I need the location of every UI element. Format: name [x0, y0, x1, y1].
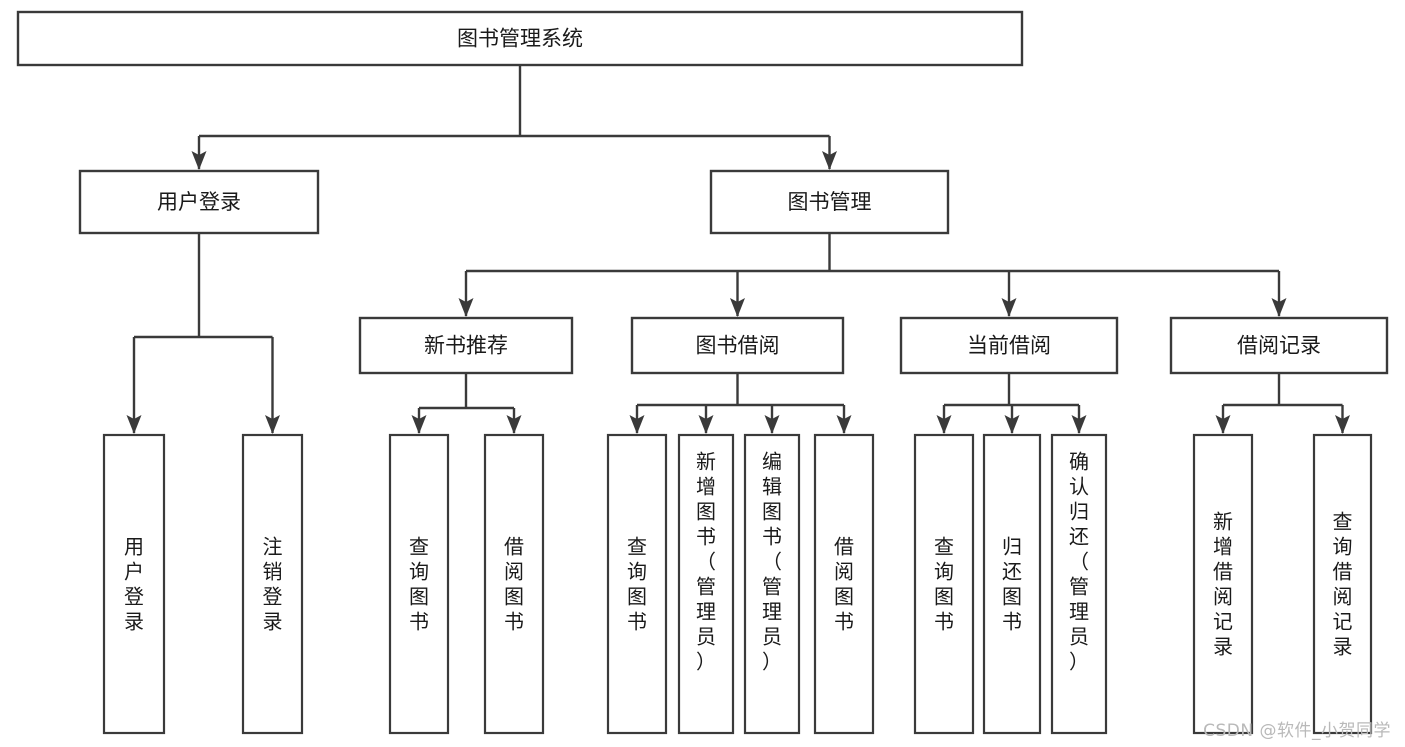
arrow-head-icon [126, 415, 142, 434]
arrow-head-icon [458, 298, 474, 317]
arrow-head-icon [1071, 415, 1087, 434]
node-label: 用户登录 [124, 535, 144, 634]
node-leaf-add-book[interactable]: 新增图书（管理员） [677, 433, 735, 735]
node-leaf-query-book-1[interactable]: 查询图书 [388, 433, 450, 735]
node-rect [358, 316, 574, 375]
node-leaf-add-borrow-record[interactable]: 新增借阅记录 [1192, 433, 1254, 735]
node-leaf-query-borrow-record[interactable]: 查询借阅记录 [1312, 433, 1373, 735]
arrow-head-icon [764, 415, 780, 434]
node-label: 借阅记录 [1237, 334, 1321, 358]
node-label: 图书管理系统 [457, 27, 583, 51]
node-label: 确认归还（管理员） [1069, 450, 1089, 674]
node-borrow-records[interactable]: 借阅记录 [1169, 316, 1389, 375]
node-rect [78, 169, 320, 235]
node-rect [743, 433, 801, 735]
node-book-borrow[interactable]: 图书借阅 [630, 316, 845, 375]
node-rect [1050, 433, 1108, 735]
node-rect [388, 433, 450, 735]
node-label: 归还图书 [1002, 535, 1022, 634]
arrow-head-icon [1335, 415, 1350, 434]
node-leaf-query-book-3[interactable]: 查询图书 [913, 433, 975, 735]
arrow-head-icon [191, 151, 207, 170]
node-leaf-return-book[interactable]: 归还图书 [982, 433, 1042, 735]
node-leaf-borrow-book-1[interactable]: 借阅图书 [483, 433, 545, 735]
node-rect [630, 316, 845, 375]
node-label: 查询图书 [627, 535, 647, 634]
arrow-head-icon [1001, 298, 1017, 317]
node-rect [1312, 433, 1373, 735]
node-current-borrow[interactable]: 当前借阅 [899, 316, 1119, 375]
node-leaf-logout-login[interactable]: 注销登录 [241, 433, 304, 735]
connector-edges-layer [126, 65, 1350, 434]
node-rect [913, 433, 975, 735]
arrow-head-icon [836, 415, 852, 434]
arrow-head-icon [1004, 415, 1020, 434]
node-rect [16, 10, 1024, 67]
arrow-head-icon [1215, 415, 1231, 434]
node-label: 当前借阅 [967, 334, 1051, 358]
node-label: 新增借阅记录 [1213, 510, 1233, 659]
node-book-management[interactable]: 图书管理 [709, 169, 950, 235]
arrow-head-icon [822, 151, 837, 170]
node-rect [606, 433, 668, 735]
nodes-layer: 图书管理系统用户登录图书管理新书推荐图书借阅当前借阅借阅记录用户登录注销登录查询… [16, 10, 1389, 735]
node-label: 注销登录 [263, 535, 283, 634]
node-root[interactable]: 图书管理系统 [16, 10, 1024, 67]
node-new-book-recommend[interactable]: 新书推荐 [358, 316, 574, 375]
node-leaf-confirm-return[interactable]: 确认归还（管理员） [1050, 433, 1108, 735]
node-label: 图书管理 [788, 190, 872, 214]
node-rect [709, 169, 950, 235]
node-label: 借阅图书 [504, 535, 524, 634]
node-rect [483, 433, 545, 735]
arrow-head-icon [936, 415, 952, 434]
node-rect [102, 433, 166, 735]
node-label: 编辑图书（管理员） [762, 450, 782, 674]
node-label: 借阅图书 [834, 535, 854, 634]
arrow-head-icon [411, 415, 427, 434]
arrow-head-icon [1271, 298, 1287, 317]
node-user-login[interactable]: 用户登录 [78, 169, 320, 235]
node-label: 图书借阅 [696, 334, 780, 358]
node-label: 查询图书 [409, 535, 429, 634]
node-leaf-edit-book[interactable]: 编辑图书（管理员） [743, 433, 801, 735]
arrow-head-icon [506, 415, 522, 434]
arrow-head-icon [698, 415, 714, 434]
node-leaf-query-book-2[interactable]: 查询图书 [606, 433, 668, 735]
node-rect [899, 316, 1119, 375]
node-label: 查询借阅记录 [1333, 510, 1353, 659]
arrow-head-icon [629, 415, 645, 434]
node-rect [1169, 316, 1389, 375]
arrow-head-icon [265, 415, 280, 434]
node-leaf-borrow-book-2[interactable]: 借阅图书 [813, 433, 875, 735]
arrow-head-icon [730, 298, 745, 317]
node-rect [982, 433, 1042, 735]
node-leaf-user-login[interactable]: 用户登录 [102, 433, 166, 735]
node-label: 查询图书 [934, 535, 954, 634]
node-rect [813, 433, 875, 735]
node-rect [677, 433, 735, 735]
node-label: 新增图书（管理员） [696, 450, 716, 674]
node-label: 新书推荐 [424, 334, 508, 358]
node-rect [241, 433, 304, 735]
node-label: 用户登录 [157, 190, 241, 214]
node-rect [1192, 433, 1254, 735]
